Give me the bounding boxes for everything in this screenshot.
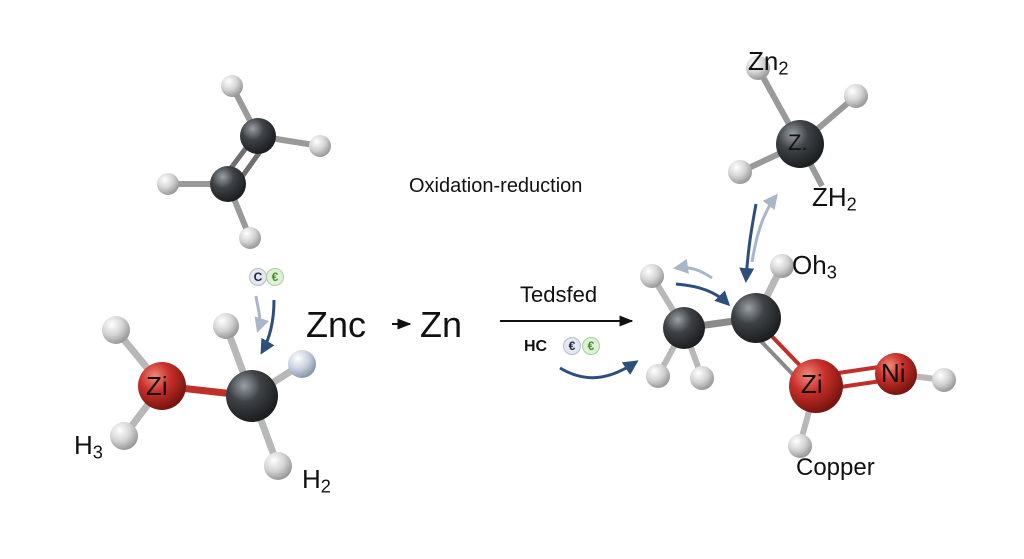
- copper-label: Copper: [796, 454, 875, 481]
- h3-label: H3: [74, 432, 103, 462]
- down-arrow: [254, 295, 269, 333]
- carbon-atom: [240, 118, 276, 154]
- zh2-label: ZH2: [812, 184, 857, 214]
- zh2-text: ZH: [812, 182, 847, 212]
- h3-subscript: 3: [92, 442, 103, 463]
- nickel-atom: [875, 353, 917, 395]
- hydrogen-atom: [746, 56, 770, 80]
- zinc-label: Zi: [801, 369, 823, 399]
- hydrogen-atom: [239, 227, 261, 249]
- zh2-subscript: 2: [846, 194, 857, 215]
- oh3-text: Oh: [792, 250, 827, 280]
- zinc-label: Zi: [146, 371, 168, 401]
- hydrogen-atom: [213, 313, 239, 339]
- zn2-text: Zn: [748, 46, 779, 76]
- top-right-molecule: [728, 56, 868, 188]
- carbon-atom: [226, 370, 278, 422]
- hydrogen-atom: [788, 434, 812, 458]
- euro-chip: €: [266, 268, 284, 286]
- curved-arrow: [673, 258, 713, 280]
- hydrogen-atom: [264, 452, 292, 480]
- hydrogen-atom: [728, 160, 752, 184]
- euro-chip: €: [582, 337, 600, 355]
- nickel-label: Ni: [881, 358, 906, 388]
- equation-left: Znc: [306, 304, 367, 345]
- up-arrow: [750, 193, 778, 263]
- h2-label: H2: [302, 466, 331, 496]
- hydrogen-atom: [309, 135, 331, 157]
- carbon-atom: [776, 120, 824, 168]
- ethylene-molecule: [157, 75, 331, 249]
- product-molecule: [640, 254, 956, 458]
- zinc-atom: [138, 362, 186, 410]
- curved-arrow: [559, 360, 639, 380]
- hydrogen-atom: [288, 350, 316, 378]
- hydrogen-atom: [770, 254, 794, 278]
- h2-text: H: [302, 464, 321, 494]
- hydrogen-atom: [932, 368, 956, 392]
- down-arrow: [739, 203, 758, 283]
- h3-text: H: [74, 430, 93, 460]
- zn2-label: Zn2: [748, 48, 788, 78]
- left-molecule: [102, 313, 316, 480]
- zinc-atom: [789, 359, 843, 413]
- equation-right: Zn: [420, 304, 463, 345]
- carbon-atom: [210, 166, 246, 202]
- center-label: Z.: [788, 130, 808, 155]
- oh3-label: Oh3: [792, 252, 837, 282]
- oh3-subscript: 3: [826, 262, 837, 283]
- carbon-chip: C: [249, 268, 267, 286]
- h2-subscript: 2: [320, 476, 331, 497]
- euro-chip: €: [563, 337, 581, 355]
- hydrogen-atom: [221, 75, 243, 97]
- carbon-atom: [663, 307, 705, 349]
- carbon-atom: [731, 293, 781, 343]
- down-arrow: [260, 299, 276, 355]
- diagram-title: Oxidation-reduction: [409, 175, 583, 197]
- hc-label: HC: [524, 338, 548, 355]
- hydrogen-atom: [110, 422, 138, 450]
- curved-arrow: [675, 282, 731, 307]
- arrow-label: Tedsfed: [520, 282, 598, 307]
- hydrogen-atom: [640, 264, 664, 288]
- hydrogen-atom: [690, 366, 714, 390]
- hydrogen-atom: [102, 316, 130, 344]
- zn2-subscript: 2: [778, 58, 789, 79]
- hydrogen-atom: [646, 364, 670, 388]
- hydrogen-atom: [844, 84, 868, 108]
- hydrogen-atom: [157, 173, 179, 195]
